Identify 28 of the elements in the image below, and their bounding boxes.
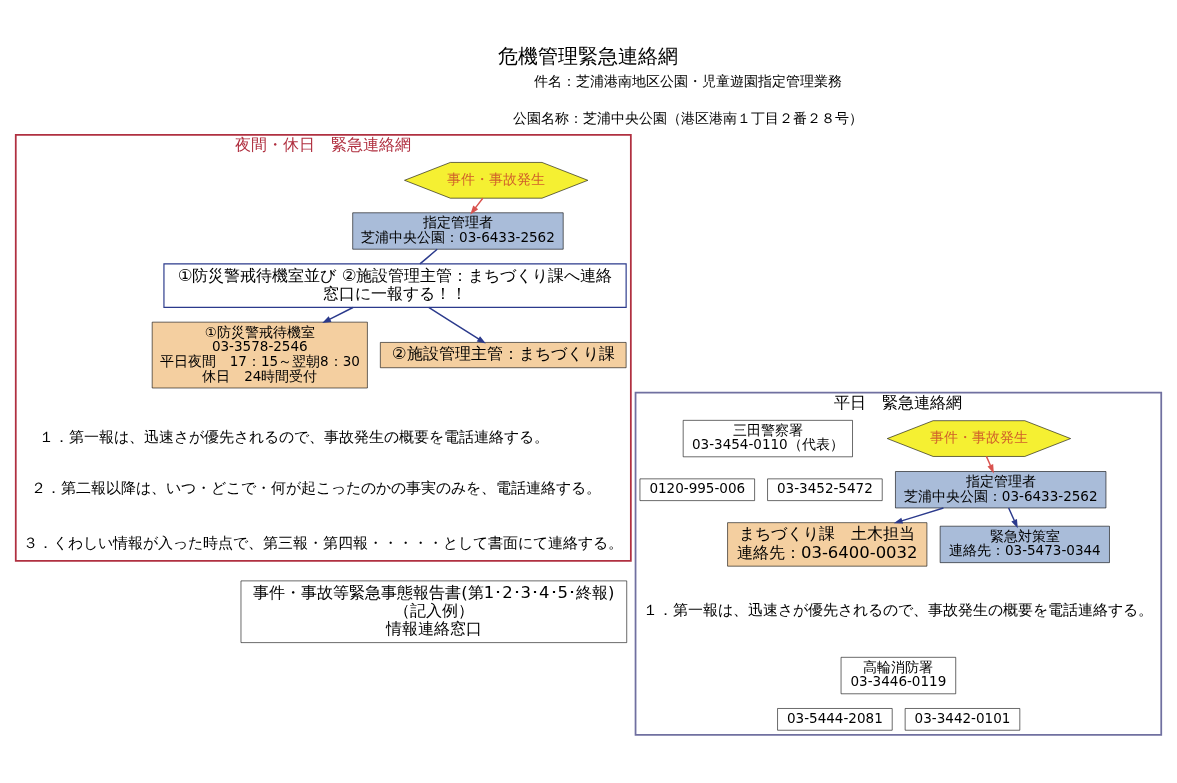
label: ２．第二報以降は、いつ・どこで・何が起こったのかの事実のみを、電話連絡する。 <box>31 478 602 496</box>
node-box: 03-3452-5472 <box>767 478 883 501</box>
node-box: 緊急対策室 連絡先：03-5473-0344 <box>939 525 1110 563</box>
node-box: ①防災警戒待機室 03-3578-2546 平日夜間 17：15～翌朝8：30 休日 24時間受付 <box>151 321 368 388</box>
node-box: ②施設管理主管：まちづくり課 <box>380 341 627 368</box>
label: ３．くわしい情報が入った時点で、第三報・第四報・・・・・として書面にて連絡する。 <box>23 533 624 551</box>
node-box: 高輪消防署 03-3446-0119 <box>840 656 956 694</box>
connector <box>419 248 438 265</box>
node-box: 指定管理者 芝浦中央公園：03-6433-2562 <box>352 212 564 250</box>
label: 公園名称：芝浦中央公園（港区港南１丁目２番２８号） <box>513 109 864 126</box>
node-box: 03-3442-0101 <box>904 707 1021 731</box>
node-box: まちづくり課 土木担当 連絡先：03-6400-0032 <box>727 521 928 566</box>
node-box: 事件・事故等緊急事態報告書(第1･2･3･4･5･終報) （記入例） 情報連絡窓口 <box>240 580 627 643</box>
arrow <box>985 455 994 473</box>
node-box: 0120-995-006 <box>639 478 755 501</box>
node-box: 指定管理者 芝浦中央公園：03-6433-2562 <box>895 470 1107 508</box>
node-box: ①防災警戒待機室並び ②施設管理主管：まちづくり課へ連絡 窓口に一報する！！ <box>163 262 627 308</box>
arrow <box>322 306 354 323</box>
node-box: 03-5444-2081 <box>777 707 893 731</box>
label: １．第一報は、迅速さが優先されるので、事故発生の概要を電話連絡する。 <box>38 427 549 445</box>
arrow <box>470 197 484 214</box>
diagram-title: 危機管理緊急連絡網 <box>498 43 679 68</box>
label: １．第一報は、迅速さが優先されるので、事故発生の概要を電話連絡する。 <box>643 600 1154 618</box>
arrow <box>1007 506 1018 528</box>
arrow <box>893 506 945 524</box>
label: 件名：芝浦港南地区公園・児童遊園指定管理業務 <box>534 72 843 89</box>
node-box: 三田警察署 03-3454-0110（代表） <box>682 419 853 457</box>
arrow <box>427 306 486 344</box>
